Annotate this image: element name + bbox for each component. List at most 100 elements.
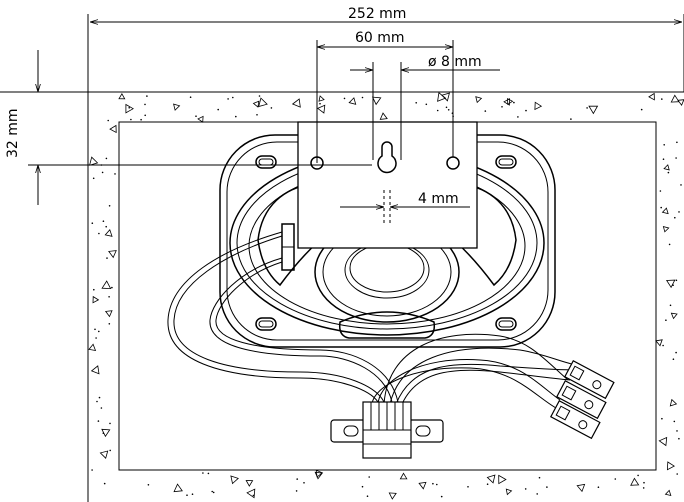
concrete-speckle [665, 319, 667, 322]
concrete-aggregate-mark [109, 124, 117, 134]
concrete-aggregate-mark [503, 98, 511, 106]
concrete-speckle [130, 118, 132, 121]
concrete-speckle [536, 493, 538, 495]
concrete-aggregate-mark [118, 92, 126, 100]
overall-width-label: 252 mm [348, 6, 406, 22]
slot-width-label: 4 mm [418, 191, 459, 207]
concrete-speckle [270, 107, 273, 109]
concrete-speckle [440, 495, 443, 498]
concrete-aggregate-mark [318, 95, 325, 102]
concrete-aggregate-mark [316, 104, 326, 114]
concrete-speckle [202, 472, 204, 474]
concrete-speckle [663, 144, 665, 146]
concrete-aggregate-mark [173, 103, 181, 111]
concrete-aggregate-mark [655, 339, 663, 347]
concrete-speckle [96, 400, 98, 403]
concrete-aggregate-mark [441, 92, 450, 102]
concrete-speckle [659, 190, 662, 192]
concrete-aggregate-mark [662, 226, 670, 233]
concrete-speckle [108, 205, 111, 207]
concrete-speckle [366, 495, 369, 498]
concrete-aggregate-mark [437, 92, 447, 102]
concrete-speckle [597, 486, 600, 489]
concrete-aggregate-mark [399, 472, 408, 480]
mounting-bracket [297, 121, 478, 249]
concrete-aggregate-mark [88, 343, 97, 352]
concrete-aggregate-mark [246, 488, 256, 499]
concrete-speckle [676, 141, 678, 144]
concrete-speckle [91, 469, 93, 471]
basket-opening-left [257, 183, 321, 287]
concrete-aggregate-mark [507, 98, 514, 106]
concrete-speckle [100, 407, 103, 409]
concrete-speckle [517, 116, 519, 118]
concrete-speckle [319, 102, 321, 105]
concrete-speckle [586, 107, 588, 109]
concrete-aggregate-mark [666, 461, 675, 471]
concrete-speckle [445, 106, 448, 109]
concrete-speckle [680, 184, 682, 186]
concrete-aggregate-mark [101, 280, 112, 290]
concrete-speckle [676, 430, 678, 432]
concrete-speckle [432, 482, 434, 485]
concrete-speckle [343, 97, 346, 100]
concrete-aggregate-mark [658, 436, 668, 447]
dimension-hole-spacing: 60 mm [316, 30, 454, 163]
concrete-aggregate-mark [534, 101, 543, 111]
concrete-speckle [147, 484, 150, 486]
concrete-speckle [102, 432, 105, 435]
concrete-aggregate-mark [630, 477, 640, 486]
concrete-speckle [235, 115, 237, 118]
concrete-speckle [674, 216, 676, 219]
concrete-aggregate-mark [258, 97, 268, 108]
concrete-aggregate-mark [648, 92, 655, 101]
keyhole-diameter-label: ø 8 mm [428, 54, 482, 70]
concrete-speckle [667, 171, 670, 174]
concrete-aggregate-mark [252, 100, 260, 108]
concrete-speckle [144, 114, 146, 117]
concrete-aggregate-mark [486, 474, 496, 484]
concrete-speckle [672, 284, 674, 287]
concrete-speckle [303, 482, 305, 484]
concrete-speckle [675, 279, 678, 282]
concrete-speckle [191, 493, 194, 496]
concrete-aggregate-mark [388, 492, 397, 500]
line-transformer [330, 401, 444, 459]
dimension-overall-width: 252 mm [87, 6, 684, 92]
concrete-speckle [94, 328, 96, 331]
concrete-speckle [668, 243, 671, 246]
concrete-speckle [538, 476, 541, 479]
concrete-speckle [128, 107, 130, 109]
concrete-aggregate-mark [104, 229, 113, 237]
concrete-speckle [114, 173, 116, 175]
concrete-aggregate-mark [379, 112, 388, 120]
concrete-speckle [415, 102, 418, 104]
concrete-speckle [140, 118, 142, 121]
concrete-speckle [361, 96, 364, 99]
concrete-aggregate-mark [505, 488, 513, 496]
concrete-speckle [525, 109, 527, 112]
concrete-speckle [546, 486, 548, 488]
concrete-speckle [640, 108, 643, 111]
concrete-aggregate-mark [314, 471, 323, 480]
concrete-speckle [642, 487, 645, 489]
dust-cap [344, 241, 430, 299]
concrete-speckle [98, 330, 100, 333]
concrete-speckle [296, 478, 299, 480]
concrete-aggregate-mark [89, 156, 99, 166]
concrete-aggregate-mark [576, 483, 586, 493]
speaker-terminal [281, 223, 295, 271]
concrete-texture [88, 92, 684, 500]
concrete-speckle [92, 177, 95, 180]
concrete-speckle [678, 437, 680, 440]
concrete-aggregate-mark [197, 115, 204, 123]
concrete-aggregate-mark [669, 398, 678, 407]
concrete-speckle [144, 103, 146, 106]
concrete-speckle [108, 296, 110, 298]
concrete-speckle [107, 119, 109, 122]
concrete-aggregate-mark [418, 481, 427, 490]
concrete-speckle [661, 98, 663, 100]
concrete-aggregate-mark [670, 94, 680, 103]
bracket-plate [297, 121, 478, 249]
concrete-speckle [106, 257, 108, 259]
